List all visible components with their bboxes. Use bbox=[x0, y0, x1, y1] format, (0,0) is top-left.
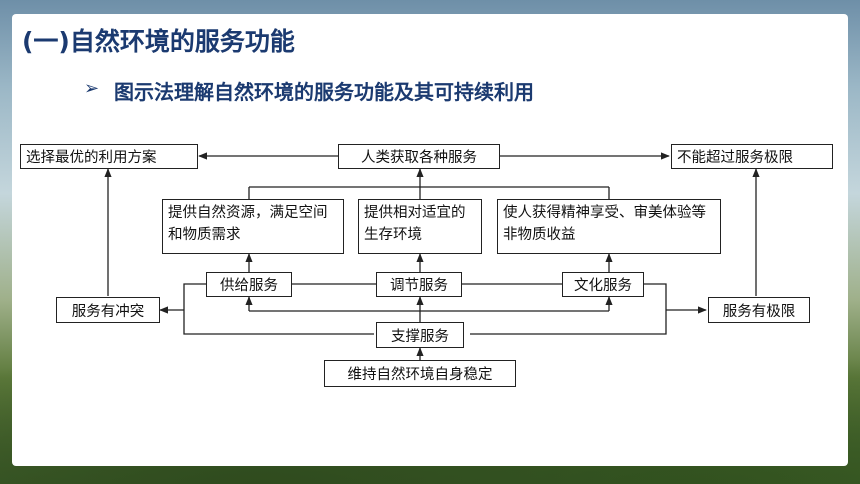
connector-conflict-bracket bbox=[183, 283, 374, 335]
node-spiritual: 使人获得精神享受、审美体验等非物质收益 bbox=[497, 199, 721, 254]
page-title: (一)自然环境的服务功能 bbox=[22, 27, 295, 56]
node-limit: 服务有极限 bbox=[708, 297, 810, 323]
node-human-obtain: 人类获取各种服务 bbox=[338, 144, 500, 169]
node-conflict: 服务有冲突 bbox=[56, 297, 160, 323]
node-regulate: 调节服务 bbox=[376, 272, 462, 297]
page-subtitle: 图示法理解自然环境的服务功能及其可持续利用 bbox=[114, 80, 534, 104]
node-provide-resources: 提供自然资源，满足空间和物质需求 bbox=[162, 199, 344, 254]
node-provide-environment: 提供相对适宜的生存环境 bbox=[358, 199, 482, 254]
bullet-arrow-icon: ➢ bbox=[84, 78, 100, 99]
connector-limit-bracket bbox=[470, 283, 667, 335]
node-maintain: 维持自然环境自身稳定 bbox=[324, 360, 516, 387]
node-not-exceed: 不能超过服务极限 bbox=[671, 144, 833, 169]
node-choose-best: 选择最优的利用方案 bbox=[20, 144, 198, 169]
node-support: 支撑服务 bbox=[376, 322, 464, 348]
node-culture: 文化服务 bbox=[562, 272, 644, 297]
node-supply: 供给服务 bbox=[206, 272, 292, 297]
